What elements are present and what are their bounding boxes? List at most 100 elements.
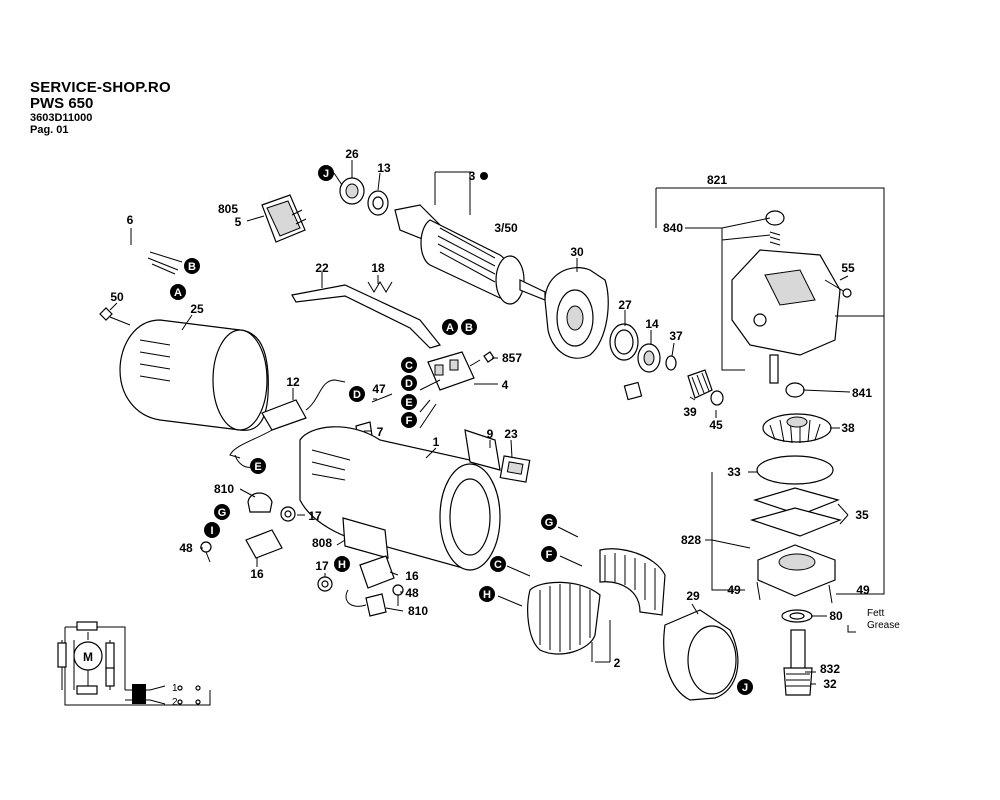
svg-text:H: H (338, 559, 346, 571)
connector-H: H (479, 586, 495, 602)
bevel-gear-38 (762, 413, 832, 444)
motor-label: M (83, 650, 93, 664)
label-16-top: 16 (250, 567, 264, 581)
svg-text:E: E (254, 461, 261, 473)
o-ring-33 (756, 455, 834, 485)
cap-840 (765, 210, 785, 226)
label-23: 23 (504, 427, 518, 441)
label-17-bottom: 17 (315, 559, 329, 573)
label-16-bottom: 16 (405, 569, 419, 583)
connector-G: G (541, 514, 557, 530)
svg-text:D: D (353, 389, 361, 401)
bearing-flange-828 (757, 544, 836, 597)
label-12: 12 (286, 375, 300, 389)
guard-29 (663, 609, 739, 701)
svg-text:I: I (210, 525, 213, 537)
label-808 (342, 517, 389, 559)
spring-17-bottom (317, 576, 333, 592)
connector-F: F (541, 546, 557, 562)
terminal-2: 2 (172, 697, 178, 708)
connector-A: A (170, 284, 186, 300)
screw-55 (824, 279, 852, 298)
label-9: 9 (487, 427, 494, 441)
label-50: 50 (110, 290, 124, 304)
washer-37 (665, 355, 677, 371)
label-26: 26 (345, 147, 359, 161)
label-25: 25 (190, 302, 204, 316)
svg-text:A: A (446, 322, 454, 334)
model-name: PWS 650 (30, 95, 94, 112)
label-840: 840 (663, 221, 683, 235)
label-14: 14 (645, 317, 659, 331)
svg-text:E: E (405, 397, 412, 409)
label-5: 5 (235, 215, 242, 229)
svg-text:J: J (742, 682, 748, 694)
label-29: 29 (686, 589, 700, 603)
bearing-13 (367, 190, 389, 216)
connector-B: B (184, 258, 200, 274)
label-80: 80 (829, 609, 843, 623)
label-48-bottom: 48 (405, 586, 419, 600)
grease-label-grease: Grease (867, 620, 900, 631)
label-49-left: 49 (727, 583, 741, 597)
connector-G: G (214, 504, 230, 520)
connector-B: B (461, 319, 477, 335)
screw-50 (99, 307, 131, 326)
label-2: 2 (614, 656, 621, 670)
field-coil-2-lower (527, 581, 601, 655)
connector-markers: B A J A B C D E F D E I G I H G F C H J (170, 165, 753, 695)
brush-holder-16-top (245, 529, 283, 559)
svg-text:G: G (218, 507, 227, 519)
bearing-14 (637, 343, 661, 373)
screw-48-top (200, 541, 212, 563)
grease-label-fett: Fett (867, 608, 884, 619)
gasket-35-upper (753, 487, 840, 516)
connector-H: H (334, 556, 350, 572)
svg-text:G: G (545, 517, 554, 529)
label-39: 39 (683, 405, 697, 419)
label-32: 32 (823, 677, 837, 691)
spring-18 (367, 281, 393, 293)
label-810-top: 810 (214, 482, 234, 496)
washer-80 (781, 609, 813, 623)
label-18: 18 (371, 261, 385, 275)
spring-840 (769, 231, 781, 246)
part-code: 3603D11000 (30, 112, 93, 124)
connector-J: J (318, 165, 334, 181)
switch-4 (427, 351, 475, 391)
label-37: 37 (669, 329, 683, 343)
label-810-bottom: 810 (408, 604, 428, 618)
header-block: SERVICE-SHOP.RO PWS 650 3603D11000 Pag. … (30, 80, 171, 136)
screw-857 (469, 351, 495, 367)
svg-text:C: C (405, 360, 413, 372)
label-3: 3 (469, 169, 476, 183)
label-35: 35 (855, 508, 869, 522)
screw-49-left (756, 581, 761, 601)
svg-text:B: B (465, 322, 473, 334)
svg-text:F: F (546, 549, 553, 561)
svg-text:H: H (483, 589, 491, 601)
switch-block (132, 684, 146, 704)
label-7: 7 (377, 425, 384, 439)
gear-head-840 (731, 249, 841, 356)
label-1: 1 (433, 435, 440, 449)
page-number: Pag. 01 (30, 124, 69, 136)
connector-D: D (401, 375, 417, 391)
label-49-right: 49 (856, 583, 870, 597)
screw-48-bottom (392, 584, 404, 606)
label-48-top: 48 (179, 541, 193, 555)
label-33: 33 (727, 465, 741, 479)
brush-holder-16-bottom (359, 555, 395, 589)
screw-47 (371, 393, 393, 403)
label-832: 832 (820, 662, 840, 676)
ring-27 (609, 323, 639, 361)
plate-9 (464, 429, 501, 471)
label-45: 45 (709, 418, 723, 432)
connector-C: C (490, 556, 506, 572)
label-857: 857 (502, 351, 522, 365)
bracket-22 (291, 284, 442, 349)
pin-841 (769, 354, 779, 384)
label-841: 841 (852, 386, 872, 400)
armature-3 (394, 204, 546, 305)
